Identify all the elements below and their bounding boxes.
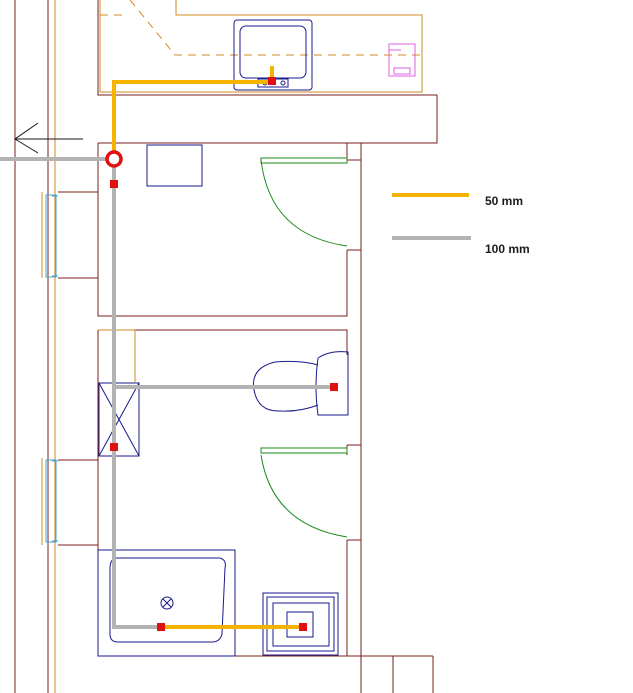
pipe-50-sink	[112, 66, 274, 152]
shower-tray-inner	[272, 602, 330, 647]
wall-bathroom3	[97, 540, 434, 693]
shaft	[98, 382, 140, 457]
shower-drain-box	[286, 611, 314, 638]
windows	[45, 194, 58, 543]
shaft-cross	[98, 382, 140, 457]
door-bath1-swing	[260, 159, 348, 247]
door-bath2-swing	[260, 454, 348, 538]
floor-drain-icon	[160, 596, 174, 610]
node-shaft	[110, 443, 118, 451]
wall-exterior-left	[14, 0, 49, 693]
counter	[41, 0, 423, 693]
window-ticks	[52, 195, 58, 542]
window-upper	[45, 194, 57, 278]
legend-label-100mm: 100 mm	[485, 242, 530, 256]
wall-right-strip	[347, 143, 362, 693]
bathtub-inner	[109, 557, 226, 643]
wall-top-room	[97, 0, 438, 144]
counter-outline	[99, 0, 423, 93]
node-shower	[299, 623, 307, 631]
legend	[392, 193, 471, 240]
node-riser-top	[110, 180, 118, 188]
doors	[260, 157, 348, 538]
legend-label-50mm: 50 mm	[485, 194, 524, 208]
kitchen-sink-outer	[233, 19, 313, 91]
bathtub-outer	[97, 549, 236, 657]
pipe-100-main-riser	[112, 167, 161, 629]
node-sink	[268, 77, 276, 85]
kitchen-sink-knob-right	[280, 80, 286, 86]
flow-direction-arrow-icon	[14, 122, 83, 154]
node-toilet	[330, 383, 338, 391]
shower-tray-mid	[266, 596, 335, 652]
wall-niche	[58, 143, 99, 279]
toilet-tank	[315, 351, 349, 416]
pipes	[0, 66, 334, 629]
drain-stack-ring-icon	[105, 150, 123, 168]
shower-tray-outer	[262, 592, 339, 656]
wall-bathroom1	[97, 143, 348, 317]
cabinet-box	[146, 144, 203, 187]
window-lower	[45, 459, 57, 543]
pipe-nodes	[110, 77, 338, 631]
counter-diagonal	[129, 0, 422, 56]
door-bath2-leaf	[260, 447, 348, 454]
wall-niche2	[58, 459, 98, 546]
counter-bath2	[98, 329, 136, 382]
appliance-icon	[388, 43, 416, 77]
door-bath1-leaf	[260, 157, 348, 164]
walls	[14, 0, 438, 693]
node-bathtub	[157, 623, 165, 631]
toilet-bowl	[252, 360, 319, 412]
